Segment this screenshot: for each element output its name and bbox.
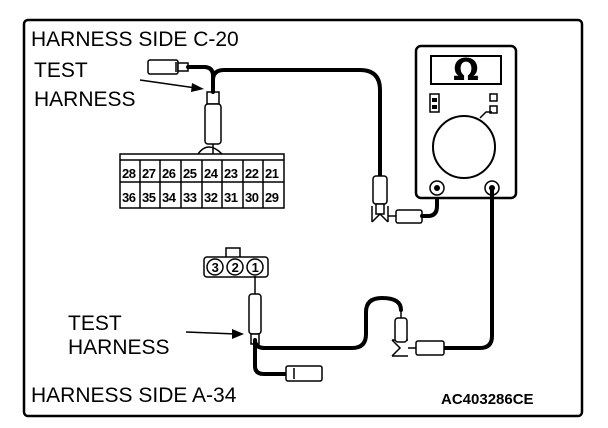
connector-c20: 28 27 26 25 24 23 22 21 36 35 34 33 32 3… xyxy=(119,146,285,209)
connector-a34: 3 2 1 xyxy=(203,247,269,278)
c20-pin-23: 23 xyxy=(224,166,238,181)
top-meter-wire xyxy=(211,68,382,180)
top-test-label: TEST xyxy=(34,59,88,82)
c20-pin-31: 31 xyxy=(224,190,238,205)
c20-pin-33: 33 xyxy=(183,190,197,205)
a34-pin-2: 2 xyxy=(232,260,239,275)
bottom-leader-arrow xyxy=(185,329,244,339)
ohmmeter-icon: Ω xyxy=(414,44,518,200)
a34-pin-3: 3 xyxy=(212,260,219,275)
top-harness-label: HARNESS xyxy=(34,88,136,111)
c20-pin-34: 34 xyxy=(162,190,177,205)
c20-pin-27: 27 xyxy=(142,166,156,181)
c20-pin-29: 29 xyxy=(265,190,279,205)
c20-pin-30: 30 xyxy=(245,190,259,205)
bottom-probe xyxy=(248,276,262,345)
bottom-meter-wire xyxy=(253,296,403,350)
a34-pin-1: 1 xyxy=(252,260,259,275)
bottom-title-label: HARNESS SIDE A-34 xyxy=(31,384,237,407)
figure-code-label: AC403286CE xyxy=(441,391,534,408)
c20-pin-24: 24 xyxy=(204,166,219,181)
c20-pin-36: 36 xyxy=(122,190,136,205)
bottom-test-label: TEST xyxy=(68,312,122,335)
bottom-free-probe xyxy=(285,365,323,382)
top-return-wire xyxy=(420,186,439,218)
c20-pin-26: 26 xyxy=(162,166,176,181)
top-probe xyxy=(204,91,222,156)
bottom-meter-probe xyxy=(391,310,445,357)
c20-pin-21: 21 xyxy=(265,166,279,181)
diagram-frame xyxy=(22,18,584,418)
bottom-harness-label: HARNESS xyxy=(68,336,170,359)
c20-pin-35: 35 xyxy=(142,190,156,205)
c20-pin-32: 32 xyxy=(204,190,218,205)
c20-pin-22: 22 xyxy=(245,166,259,181)
top-title-label: HARNESS SIDE C-20 xyxy=(31,28,239,51)
bottom-free-wire xyxy=(253,342,288,376)
ohm-symbol: Ω xyxy=(453,53,479,88)
top-free-probe xyxy=(147,59,189,75)
top-meter-probe xyxy=(371,175,423,224)
c20-pin-28: 28 xyxy=(122,166,136,181)
c20-pin-25: 25 xyxy=(183,166,197,181)
top-leader-arrow xyxy=(139,79,204,92)
meter-right-wire xyxy=(442,186,494,350)
